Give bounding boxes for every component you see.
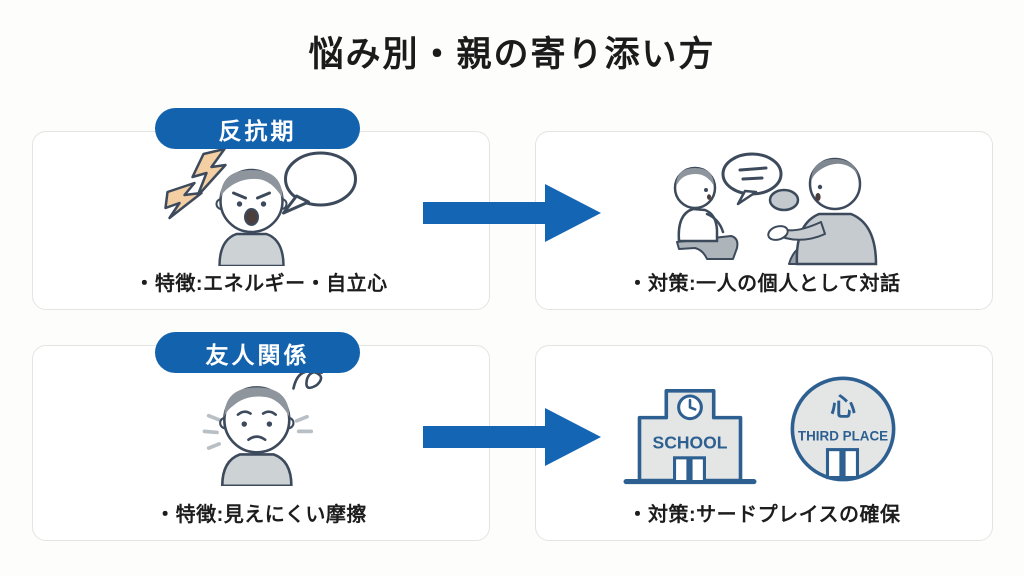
speech-bubble-icon	[768, 188, 800, 212]
countermeasure-text-friendships: ・対策:サードプレイスの確保	[627, 504, 901, 526]
card-friendships-countermeasure: SCHOOL 心 THIRD PLACE ・対策:サードプレイスの確保	[535, 345, 993, 541]
third-place-label: THIRD PLACE	[798, 428, 888, 443]
third-place-circle-icon: 心 THIRD PLACE	[790, 376, 896, 482]
badge-label: 反抗期	[218, 117, 297, 144]
lightning-bolt-icon	[163, 181, 203, 220]
card-rebellious-feature: ・特徴:エネルギー・自立心	[32, 131, 490, 310]
feature-text-friendships: ・特徴:見えにくい摩擦	[155, 504, 367, 526]
angry-boy-illustration	[159, 132, 364, 267]
page-title: 悩み別・親の寄り添い方	[308, 35, 716, 74]
angry-boy-icon	[163, 147, 357, 266]
school-thirdplace-illustration: SCHOOL 心 THIRD PLACE	[623, 346, 905, 498]
door-icon	[842, 448, 860, 480]
card-rebellious-countermeasure: ・対策:一人の個人として対話	[535, 131, 993, 310]
stress-lines-icon	[202, 413, 314, 450]
countermeasure-text-rebellious: ・対策:一人の個人として対話	[627, 273, 901, 295]
scribble-icon	[292, 369, 324, 390]
school-building-icon: SCHOOL	[623, 389, 757, 485]
card-friendships-feature: ・特徴:見えにくい摩擦	[32, 345, 490, 541]
worried-boy-icon	[202, 369, 324, 486]
speech-bubble-icon	[721, 152, 783, 196]
right-arrow-icon	[423, 408, 601, 466]
feature-text-rebellious: ・特徴:エネルギー・自立心	[134, 273, 388, 295]
category-badge-rebellious-phase: 反抗期	[155, 108, 360, 149]
door-icon	[672, 456, 690, 484]
heart-kanji-label: 心	[830, 393, 856, 423]
door-icon	[689, 456, 706, 484]
badge-label: 友人関係	[205, 341, 310, 368]
worried-boy-illustration	[172, 346, 350, 498]
parent-child-dialogue-icon	[673, 152, 878, 266]
school-label: SCHOOL	[653, 433, 728, 453]
speech-bubble-icon	[283, 151, 357, 207]
lightning-bolt-icon	[190, 147, 227, 198]
parent-child-dialogue-illustration	[648, 132, 880, 267]
right-arrow-icon	[423, 184, 601, 242]
category-badge-friendships: 友人関係	[155, 332, 360, 373]
door-icon	[825, 448, 843, 480]
